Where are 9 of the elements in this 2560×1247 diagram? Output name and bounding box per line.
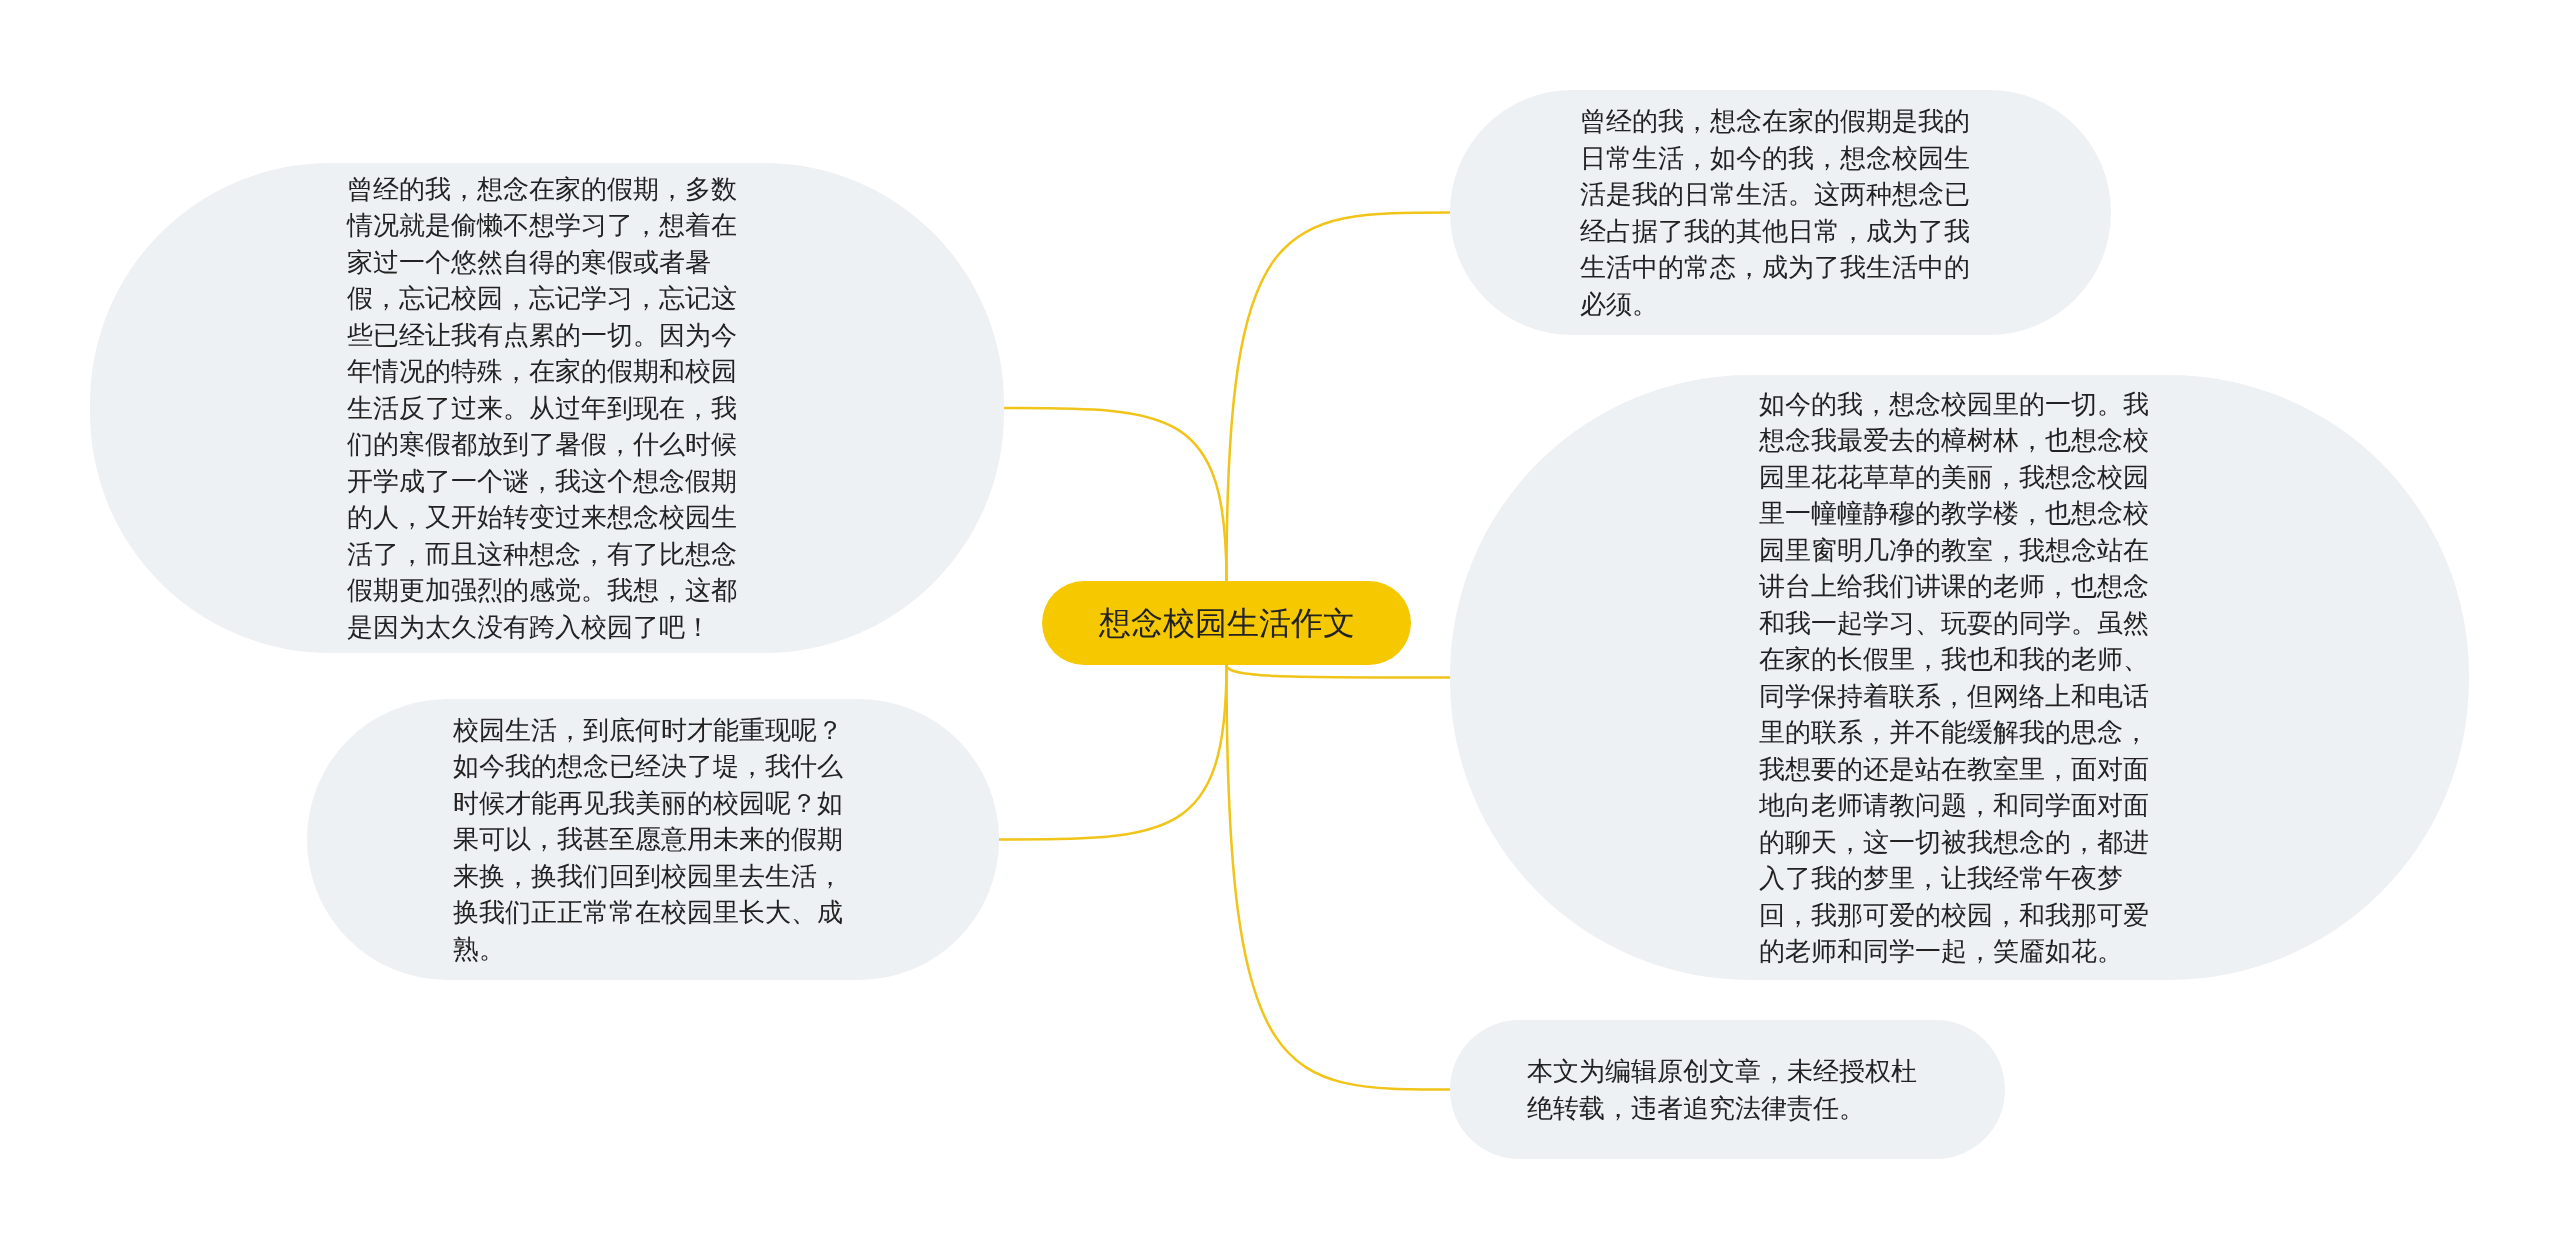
topic-text: 校园生活，到底何时才能重现呢？如今我的想念已经决了堤，我什么时候才能再见我美丽的校园呢？如果可以，我甚至愿意用未来的假期来换，换我们回到校园里去生活，换我们正正常常在校园里长大、成熟。: [452, 713, 844, 966]
topic-text: 本文为编辑原创文章，未经授权杜绝转载，违者追究法律责任。: [1527, 1055, 1919, 1125]
topic-text: 如今的我，想念校园里的一切。我想念我最爱去的樟树林，也想念校园里花花草草的美丽，我想念校园里一幢幢静穆的教学楼，也想念校园里窗明几净的教室，我想念站在讲台上给我们讲课的老师，也想念和我一起学习、玩耍的同学。虽然在家的长假里，我也和我的老师、同学保持着联系，但网络上和电话里的联系，并不能缓解我的思念，我想要的还是站在教室里，面对面地向老师请教问题，和同学面对面的聊天，这一切被我想念的，都进入了我的梦里，让我经常午夜梦回，我那可爱的校园，和我那可爱的老师和同学一起，笑靥如花。: [1759, 387, 2151, 968]
connector-curve: [1225, 665, 1450, 1091]
connector-curve: [1225, 211, 1450, 581]
connector-curve: [1225, 664, 1450, 679]
topic-title: 想念校园生活作文: [1098, 603, 1355, 643]
topic-text: 曾经的我，想念在家的假期，多数情况就是偷懒不想学习了，想着在家过一个悠然自得的寒假或者暑假，忘记校园，忘记学习，忘记这些已经让我有点累的一切。因为今年情况的特殊，在家的假期和校园生活反了过来。从过年到现在，我们的寒假都放到了暑假，什么时候开学成了一个谜，我这个想念假期的人，又开始转变过来想念校园生活了，而且这种想念，有了比想念假期更加强烈的感觉。我想，这都是因为太久没有跨入校园了吧！: [346, 172, 738, 644]
topic-text: 曾经的我，想念在家的假期是我的日常生活，如今的我，想念校园生活是我的日常生活。这两种想念已经占据了我的其他日常，成为了我生活中的常态，成为了我生活中的必须。: [1580, 105, 1972, 321]
